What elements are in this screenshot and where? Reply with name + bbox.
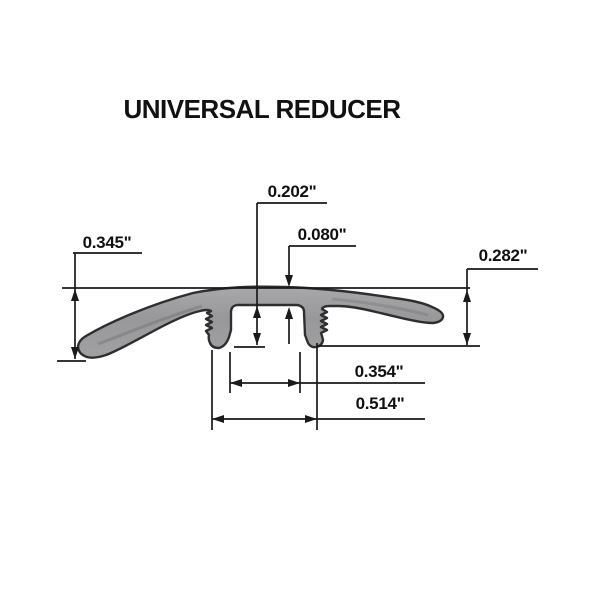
dim-label-0080: 0.080" [297,225,347,244]
dim-label-0345: 0.345" [82,233,132,252]
profile-outline [76,285,445,359]
dim-0202-lines [234,202,327,348]
profile-cross-section [76,285,445,359]
profile-brush-streak-left [97,304,203,346]
page-title: UNIVERSAL REDUCER [123,94,401,124]
dim-label-0514: 0.514" [355,394,405,413]
dim-0282-lines [318,268,538,347]
profile-brush-streak-right [331,297,429,317]
dim-label-0202: 0.202" [267,182,317,201]
dim-0080-lines [285,245,356,344]
dim-0354-lines [229,352,425,393]
dim-0514-lines [211,343,425,430]
dim-label-0354: 0.354" [354,362,404,381]
dim-label-0282: 0.282" [478,246,528,265]
dim-0345-lines [57,252,142,362]
